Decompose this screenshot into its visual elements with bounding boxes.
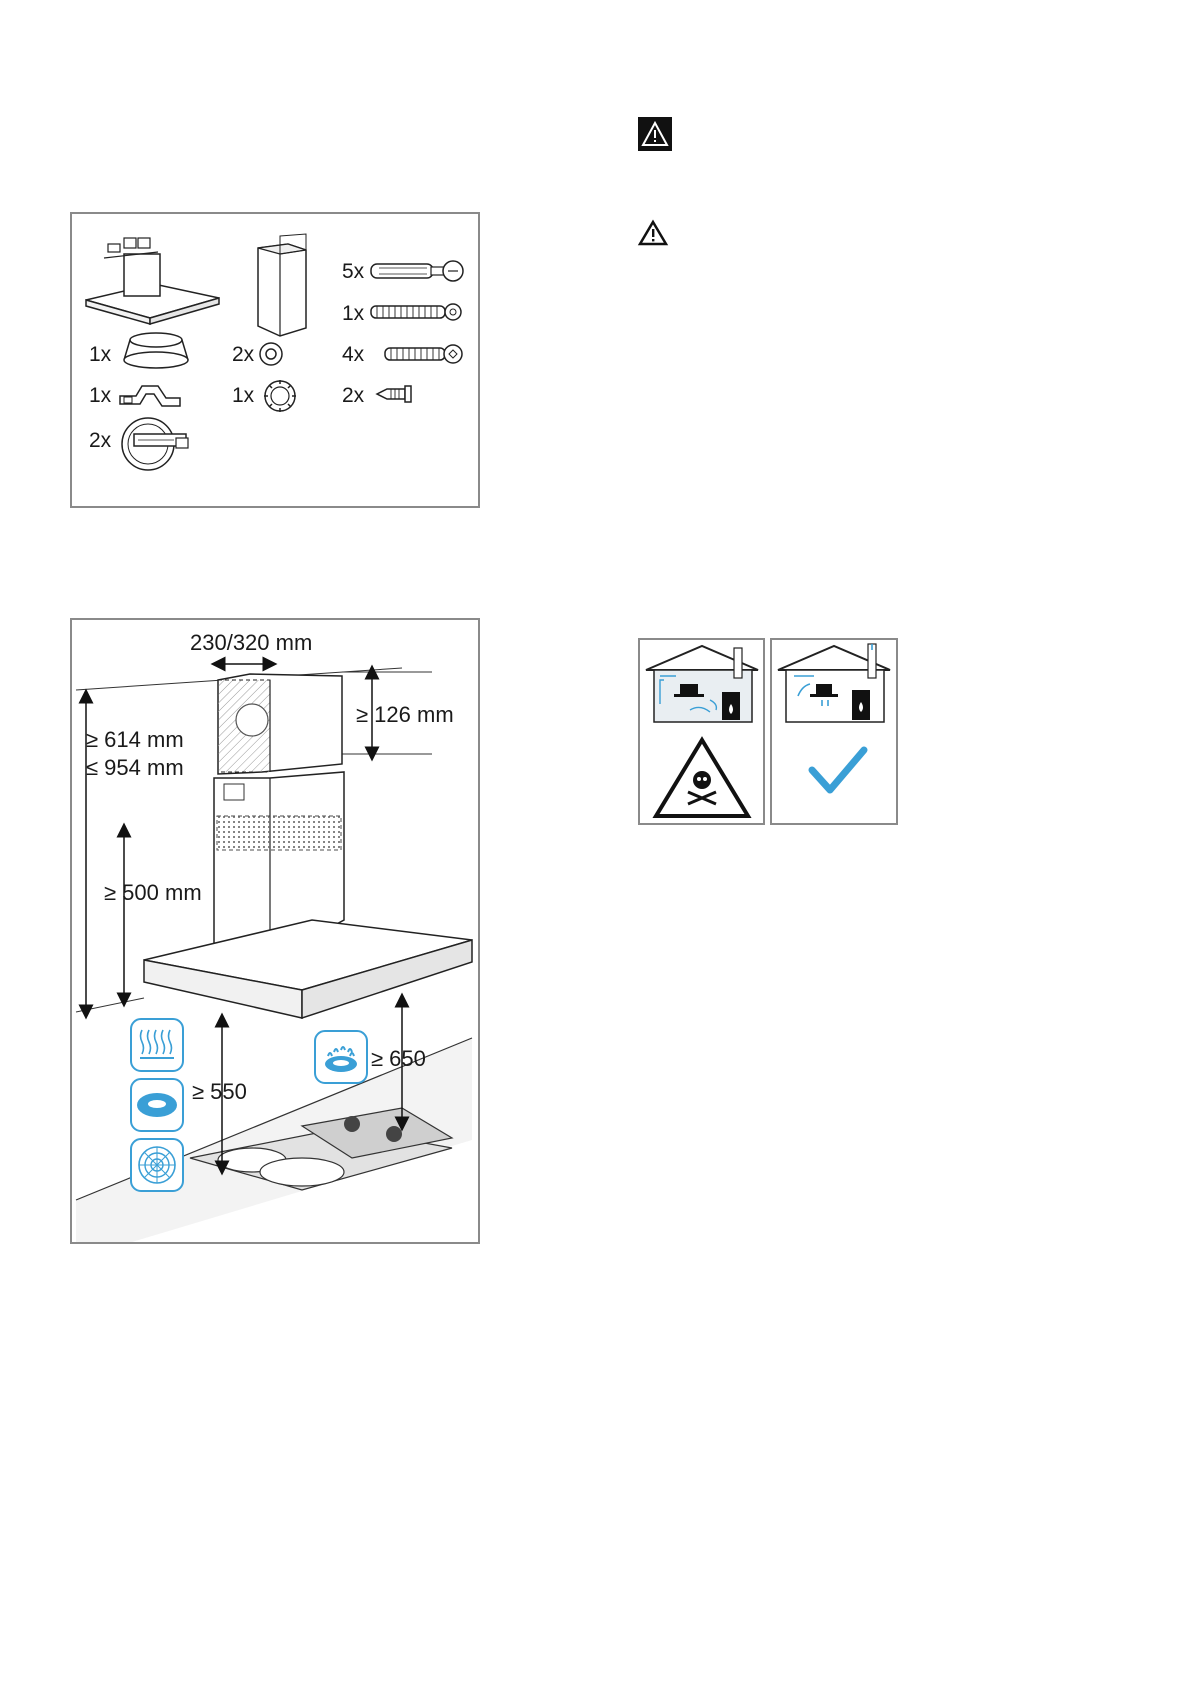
parts-list-panel: 5x 1x 2x 4x 1x 1x 1x <box>70 212 480 508</box>
height-max-label: ≤ 954 mm <box>86 757 184 779</box>
qty-small-screw: 2x <box>342 385 364 406</box>
bracket-icon <box>118 380 190 410</box>
gas-hob-icon <box>314 1030 368 1084</box>
house-fireplace-ok-icon <box>772 640 896 823</box>
warning-triangle-filled-icon <box>638 117 672 151</box>
medium-screw-icon <box>369 342 465 366</box>
induction-hob-icon <box>130 1078 184 1132</box>
knob-icon <box>258 378 302 414</box>
qty-dowel: 5x <box>342 261 364 282</box>
qty-medium-screw: 4x <box>342 344 364 365</box>
house-fireplace-toxic-icon <box>640 640 763 823</box>
height-min-label: ≥ 614 mm <box>86 729 184 751</box>
qty-gear-nut: 2x <box>232 344 254 365</box>
ventilation-good-panel <box>770 638 898 825</box>
electric-clearance-label: ≥ 550 <box>192 1081 247 1103</box>
gas-clearance-label: ≥ 650 <box>371 1048 426 1070</box>
warning-triangle-outline-icon <box>638 220 668 246</box>
ventilation-bad-panel <box>638 638 765 825</box>
long-screw-icon <box>369 301 465 323</box>
radiant-hob-icon <box>130 1018 184 1072</box>
mounting-plate-icon <box>118 410 198 474</box>
chimney-illustration <box>250 232 320 342</box>
ceramic-hob-icon <box>130 1138 184 1192</box>
qty-mount-plate: 2x <box>89 430 111 451</box>
adapter-ring-icon <box>116 330 196 374</box>
washer-icon <box>258 341 284 367</box>
hood-body-illustration <box>84 232 224 337</box>
ceiling-clearance-label: ≥ 500 mm <box>104 882 202 904</box>
installation-dimensions-panel: 230/320 mm ≥ 126 mm ≥ 614 mm ≤ 954 mm ≥ … <box>70 618 480 1244</box>
small-screw-icon <box>375 384 415 404</box>
qty-bracket: 1x <box>89 385 111 406</box>
qty-adapter-ring: 1x <box>89 344 111 365</box>
wall-plug-icon <box>369 258 465 284</box>
qty-knob: 1x <box>232 385 254 406</box>
overlap-min-label: ≥ 126 mm <box>356 704 454 726</box>
chimney-width-label: 230/320 mm <box>190 632 312 654</box>
qty-long-screw: 1x <box>342 303 364 324</box>
